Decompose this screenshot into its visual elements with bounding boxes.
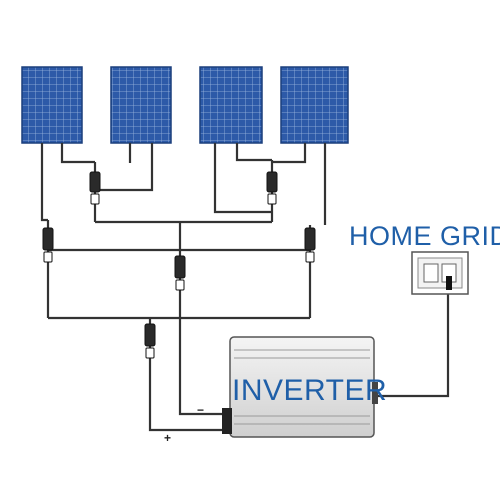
inverter-label: INVERTER — [232, 374, 388, 407]
mc4-connector-icon — [89, 171, 101, 205]
solar-panel-3 — [199, 66, 263, 144]
wall-outlet-icon — [411, 251, 469, 295]
mc4-connector-icon — [144, 323, 156, 359]
solar-panel-1 — [21, 66, 83, 144]
home-grid-label: HOME GRID — [349, 221, 500, 251]
mc4-connector-icon — [42, 227, 54, 263]
solar-panel-4 — [280, 66, 349, 144]
inverter-box-icon — [222, 336, 378, 438]
negative-terminal-label: − — [197, 403, 205, 417]
positive-terminal-label: + — [164, 431, 172, 445]
mc4-connector-icon — [174, 255, 186, 291]
mc4-connectors — [42, 171, 316, 359]
mc4-connector-icon — [304, 227, 316, 263]
solar-panel-2 — [110, 66, 172, 144]
mc4-connector-icon — [266, 171, 278, 205]
